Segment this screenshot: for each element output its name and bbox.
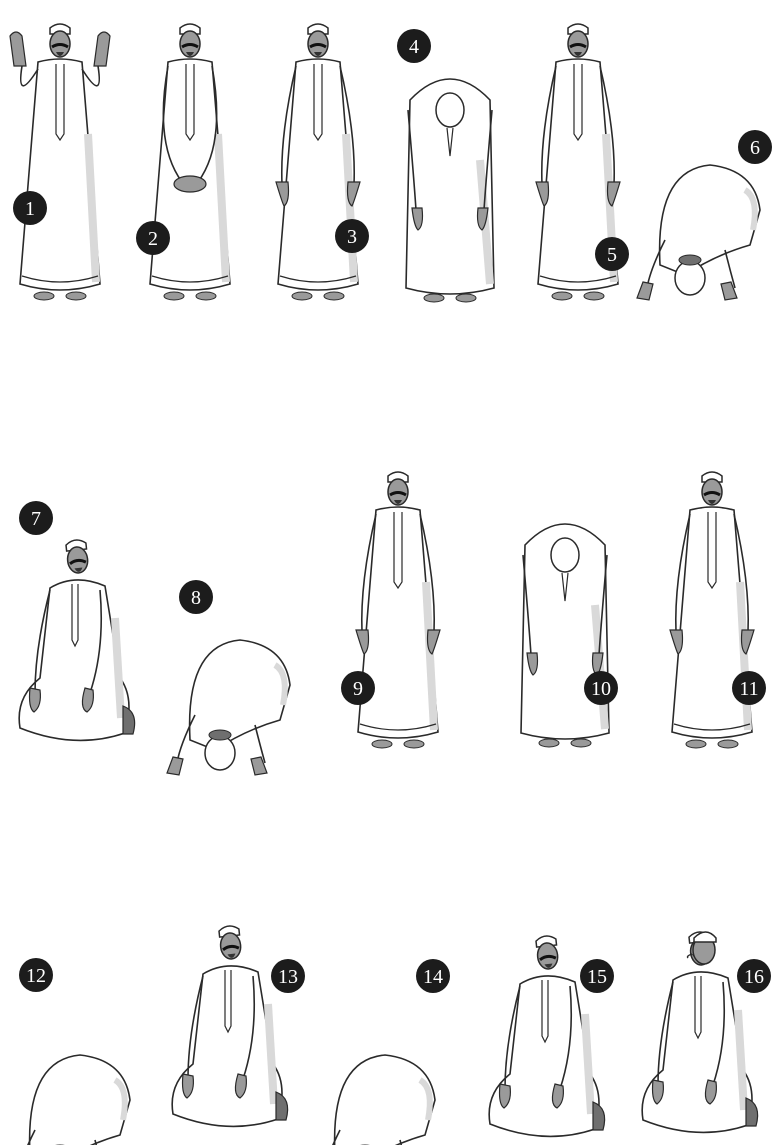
step-badge-12: 12 [19, 958, 53, 992]
step-badge-13: 13 [271, 959, 305, 993]
step-number: 6 [750, 137, 760, 159]
prayer-figure-16 [642, 931, 757, 1132]
step-number: 5 [607, 244, 617, 266]
prayer-figure-14 [312, 1055, 435, 1145]
step-number: 11 [739, 678, 758, 700]
prayer-figure-7 [19, 539, 134, 740]
step-number: 4 [409, 36, 419, 58]
step-badge-2: 2 [136, 221, 170, 255]
prayer-figure-11 [670, 472, 754, 748]
step-number: 13 [278, 966, 298, 988]
step-number: 14 [423, 966, 443, 988]
step-badge-9: 9 [341, 671, 375, 705]
prayer-figure-2 [150, 24, 230, 300]
prayer-figure-13 [172, 925, 287, 1126]
step-number: 8 [191, 587, 201, 609]
step-number: 2 [148, 228, 158, 250]
step-badge-11: 11 [732, 671, 766, 705]
step-badge-3: 3 [335, 219, 369, 253]
step-number: 9 [353, 678, 363, 700]
step-badge-15: 15 [580, 959, 614, 993]
step-badge-6: 6 [738, 130, 772, 164]
step-badge-16: 16 [737, 959, 771, 993]
step-number: 15 [587, 966, 607, 988]
step-badge-8: 8 [179, 580, 213, 614]
prayer-figure-4 [406, 79, 494, 302]
prayer-figure-12 [7, 1055, 130, 1145]
step-badge-1: 1 [13, 191, 47, 225]
step-number: 16 [744, 966, 764, 988]
step-number: 7 [31, 508, 41, 530]
step-number: 10 [591, 678, 611, 700]
prayer-figure-6 [637, 165, 760, 300]
step-number: 12 [26, 965, 46, 987]
step-badge-4: 4 [397, 29, 431, 63]
step-badge-14: 14 [416, 959, 450, 993]
prayer-figure-1 [10, 24, 110, 300]
step-badge-10: 10 [584, 671, 618, 705]
step-badge-5: 5 [595, 237, 629, 271]
prayer-figure-8 [167, 640, 290, 775]
step-badge-7: 7 [19, 501, 53, 535]
step-number: 1 [25, 198, 35, 220]
prayer-figure-9 [356, 472, 440, 748]
step-number: 3 [347, 226, 357, 248]
prayer-figure-10 [521, 524, 609, 747]
prayer-figure-3 [276, 24, 360, 300]
